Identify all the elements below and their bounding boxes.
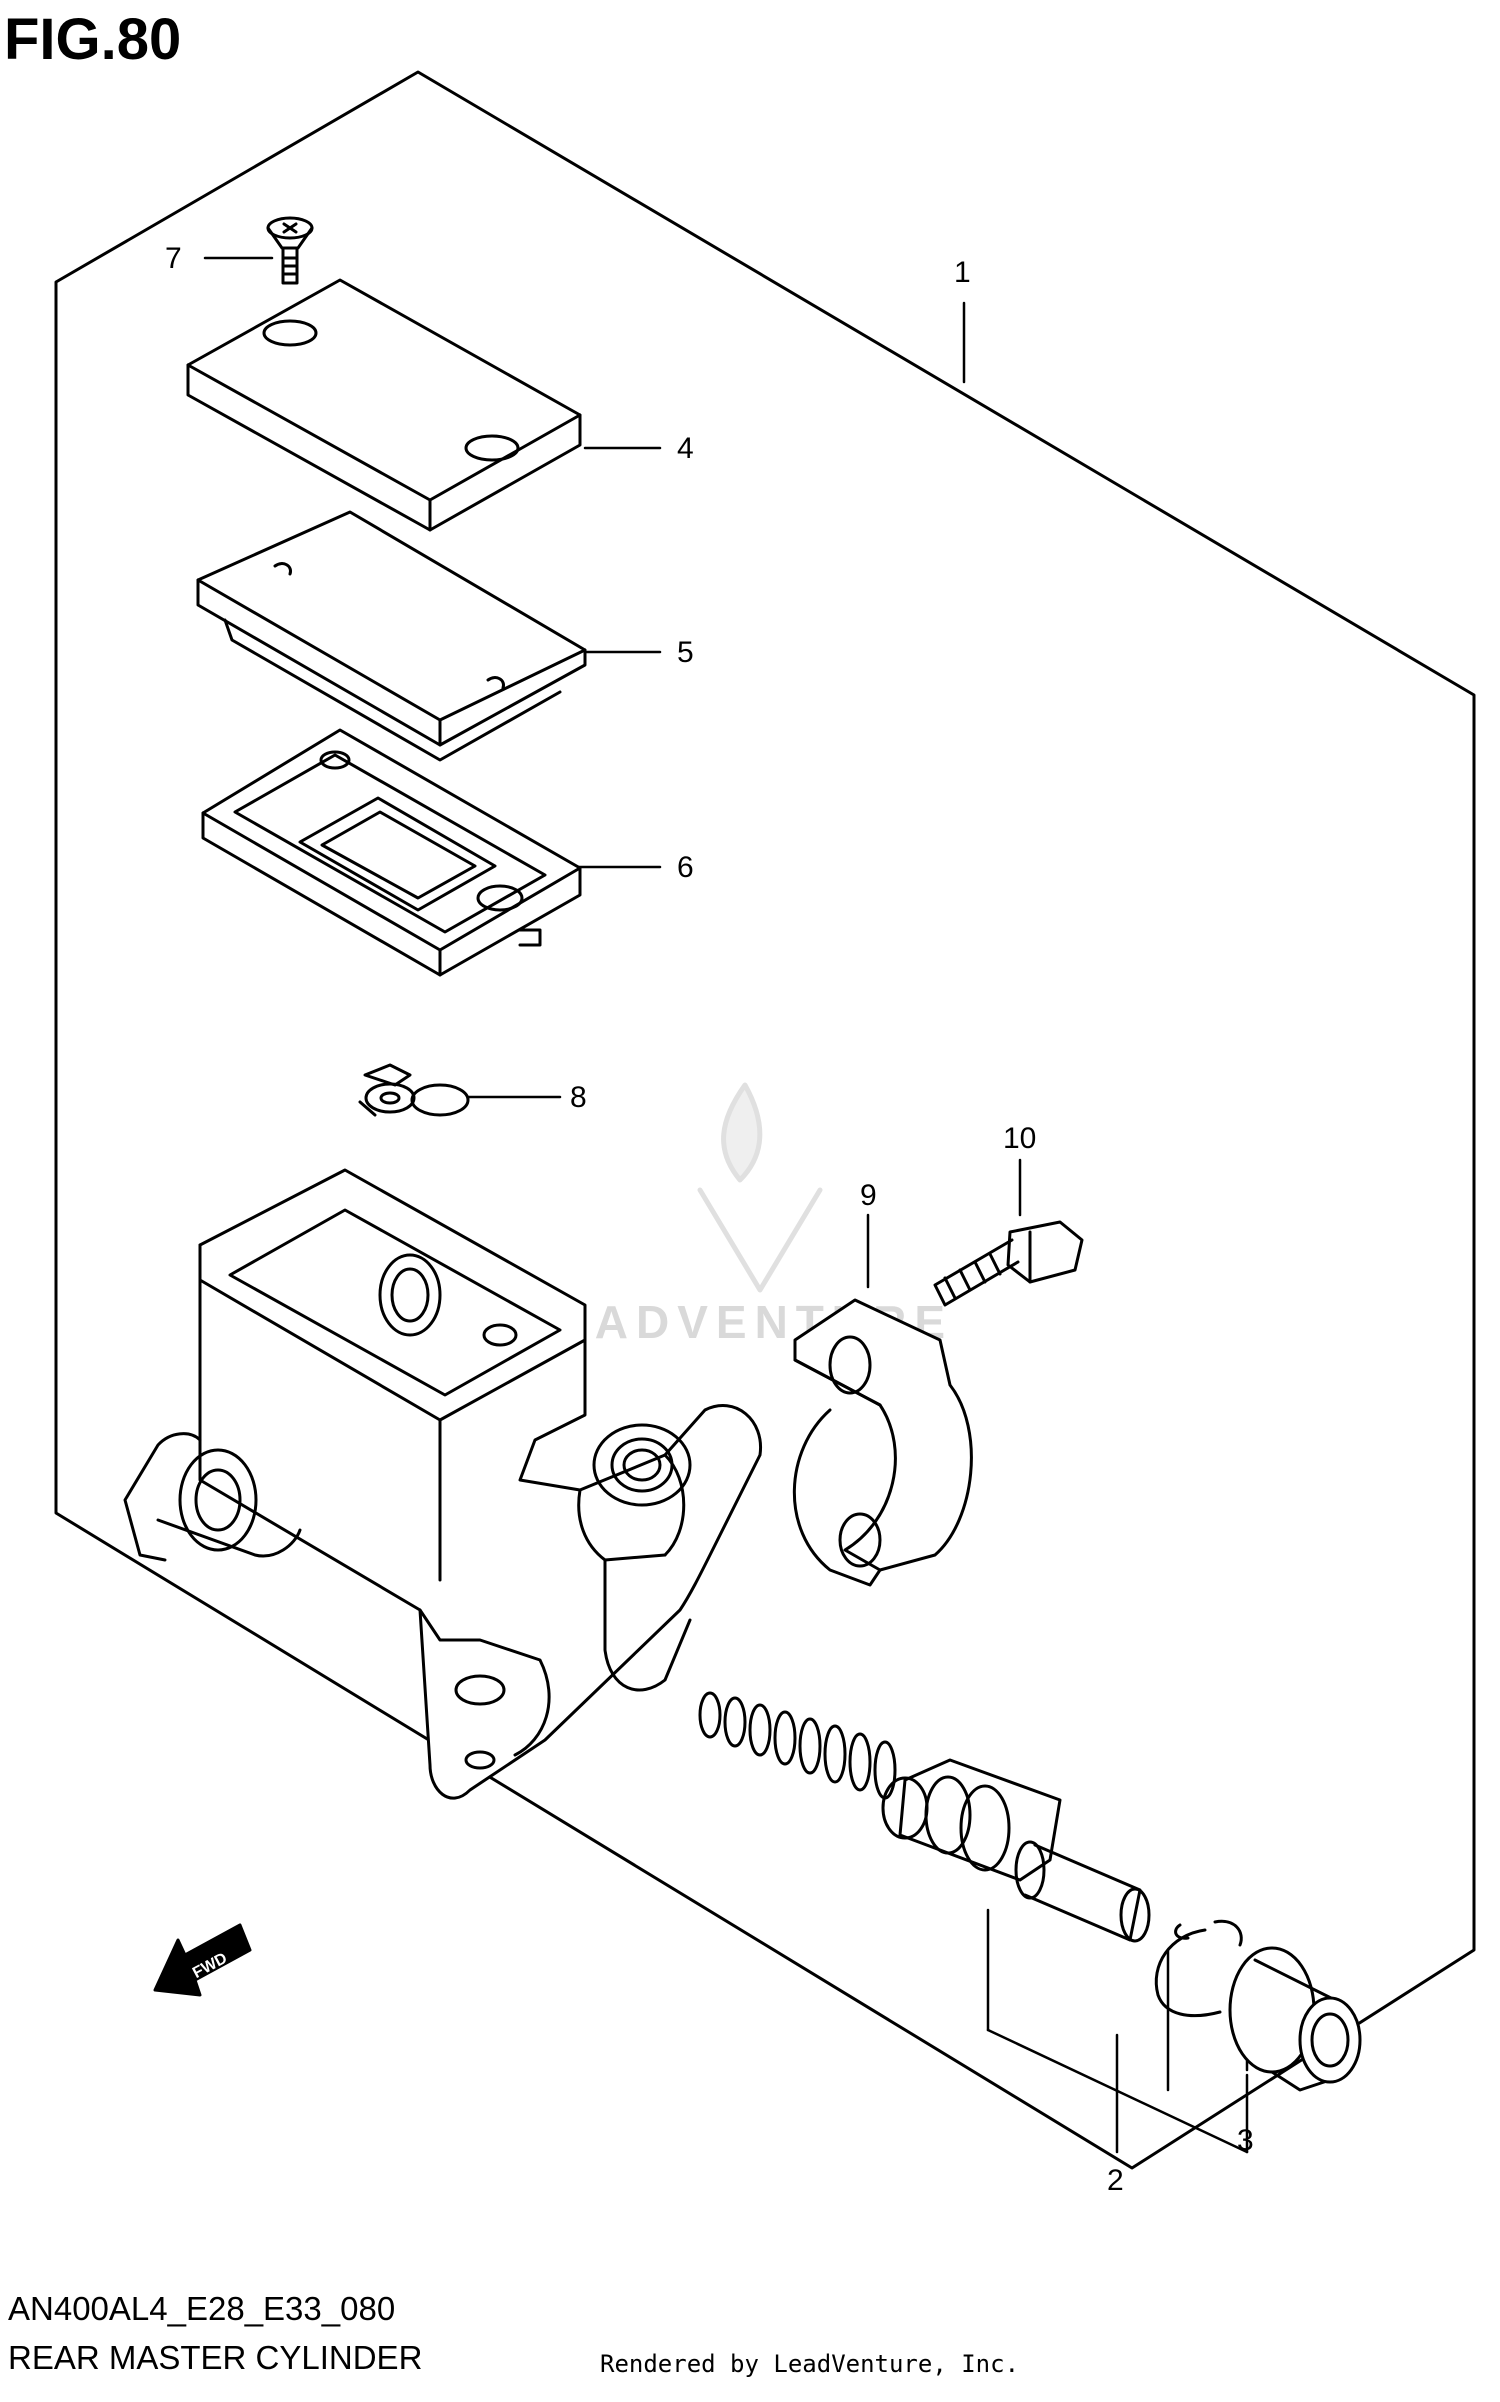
master-cylinder-body	[123, 1168, 763, 1800]
assembly-outline	[54, 70, 1476, 2170]
rendered-by-credit: Rendered by LeadVenture, Inc.	[600, 2350, 1020, 2378]
callout-4: 4	[677, 432, 694, 465]
callout-8: 8	[570, 1081, 587, 1114]
fwd-arrow-icon	[153, 1923, 252, 1997]
model-code: AN400AL4_E28_E33_080	[8, 2290, 396, 2327]
callout-7: 7	[165, 242, 182, 275]
callout-2: 2	[1107, 2164, 1124, 2197]
reservoir-cap-part-4	[186, 278, 582, 532]
retainer-part-8	[358, 1063, 470, 1117]
callout-9: 9	[860, 1179, 877, 1212]
leadventure-logo-watermark	[697, 1082, 823, 1293]
figure-title: FIG.80	[4, 7, 182, 72]
piston-part-2	[881, 1758, 1151, 1943]
callout-3: 3	[1237, 2124, 1254, 2157]
assembly-name: REAR MASTER CYLINDER	[8, 2339, 423, 2376]
boot-part-3	[1228, 1946, 1362, 2092]
diaphragm-part-6	[201, 728, 582, 977]
callout-10: 10	[1003, 1122, 1036, 1155]
bolt-part-10	[933, 1220, 1084, 1307]
diaphragm-plate-part-5	[196, 510, 587, 762]
callout-5: 5	[677, 636, 694, 669]
clamp-part-9	[792, 1298, 973, 1587]
circlip	[1154, 1919, 1243, 2018]
callout-1: 1	[954, 256, 971, 289]
screw-part-7	[266, 216, 314, 285]
spring	[698, 1691, 897, 1800]
callout-6: 6	[677, 851, 694, 884]
